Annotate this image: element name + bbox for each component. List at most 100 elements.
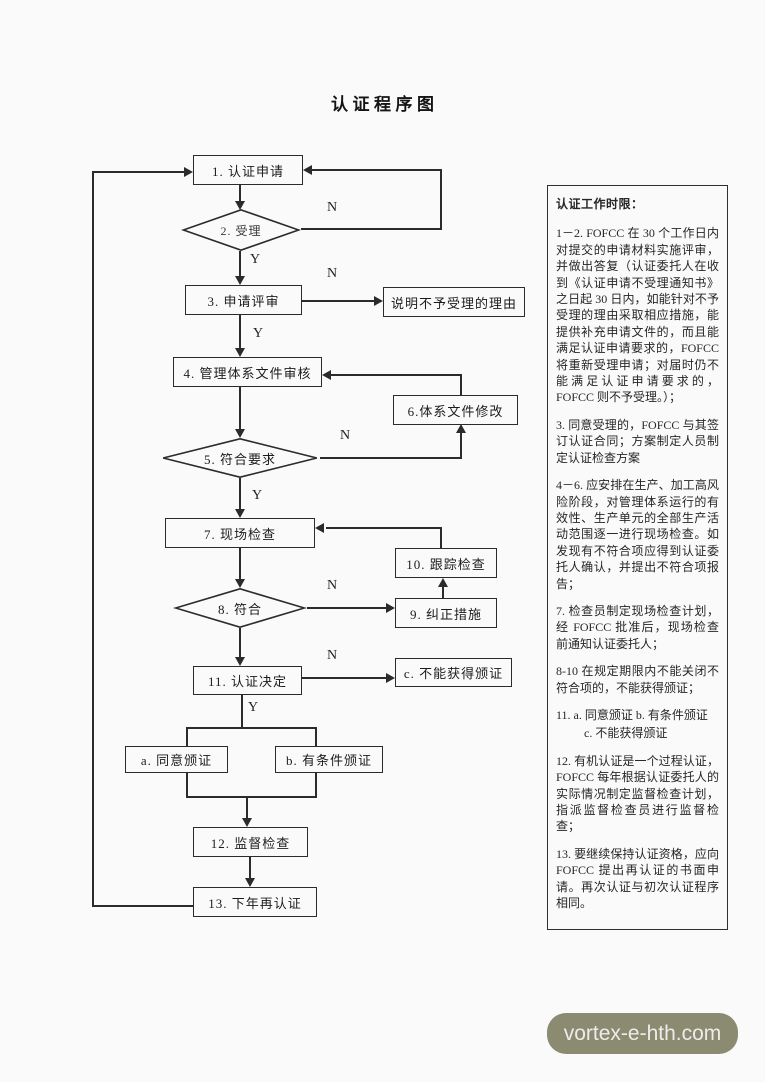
arrow-right-icon — [374, 296, 383, 306]
panel-paragraph: 7. 检查员制定现场检查计划，经 FOFCC 批准后，现场检查前通知认证委托人； — [556, 603, 719, 651]
arrow-down-icon — [235, 509, 245, 518]
flow-node-10-followup-inspection: 10. 跟踪检查 — [395, 548, 497, 578]
flow-decision-8-conformity: 8. 符合 — [173, 588, 307, 628]
flow-node-label: c. 不能获得颁证 — [403, 666, 504, 681]
flow-node-7-site-inspection: 7. 现场检查 — [165, 518, 315, 548]
flow-node-12-supervision-inspection: 12. 监督检查 — [193, 827, 308, 857]
flow-node-13-recertification: 13. 下年再认证 — [193, 887, 317, 917]
panel-paragraph: 8-10 在规定期限内不能关闭不符合项的，不能获得颁证； — [556, 664, 719, 695]
flow-node-label: 13. 下年再认证 — [208, 895, 302, 911]
flow-line — [301, 228, 442, 230]
flow-line — [93, 171, 186, 173]
panel-paragraph: 1－2. FOFCC 在 30 个工作日内对提交的申请材料实施评审，并做出答复（… — [556, 226, 719, 405]
flow-node-label: 2. 受理 — [220, 223, 262, 238]
branch-label-no: N — [327, 578, 338, 593]
flow-node-label: 1. 认证申请 — [211, 163, 284, 179]
flow-line — [460, 375, 462, 395]
panel-paragraph: 13. 要继续保持认证资格，应向 FOFCC 提出再认证的书面申请。再次认证与初… — [556, 846, 719, 911]
arrow-left-icon — [303, 165, 312, 175]
flow-line — [307, 607, 387, 609]
flow-node-label: 4. 管理体系文件审核 — [183, 365, 312, 381]
arrow-left-icon — [322, 370, 331, 380]
arrow-down-icon — [235, 429, 245, 438]
diamond-shape — [181, 209, 301, 251]
flow-node-label: 6.体系文件修改 — [407, 403, 504, 419]
panel-heading: 认证工作时限： — [556, 197, 644, 211]
arrow-down-icon — [242, 818, 252, 827]
flow-decision-2-acceptance: 2. 受理 — [181, 209, 301, 251]
branch-label-yes: Y — [253, 326, 264, 341]
flow-line — [302, 300, 376, 302]
flow-node-label: 7. 现场检查 — [203, 526, 276, 542]
flow-line — [239, 315, 241, 349]
flow-line — [246, 796, 248, 819]
arrow-down-icon — [235, 201, 245, 210]
flow-node-label: 3. 申请评审 — [207, 293, 280, 309]
flow-line — [326, 527, 442, 529]
branch-label-yes: Y — [250, 252, 261, 267]
time-limits-panel: 认证工作时限： 1－2. FOFCC 在 30 个工作日内对提交的申请材料实施评… — [547, 185, 728, 930]
panel-paragraph: 12. 有机认证是一个过程认证，FOFCC 每年根据认证委托人的实际情况制定监督… — [556, 753, 719, 834]
flow-node-label: b. 有条件颁证 — [285, 753, 372, 768]
panel-paragraph: 3. 同意受理的，FOFCC 与其签订认证合同；方案制定人员制定认证检查方案 — [556, 417, 719, 465]
diamond-shape — [160, 438, 320, 478]
flow-node-11-certification-decision: 11. 认证决定 — [193, 666, 302, 695]
branch-label-yes: Y — [252, 488, 263, 503]
flow-node-6-doc-revision: 6.体系文件修改 — [393, 395, 518, 425]
flow-line — [440, 170, 442, 230]
branch-label-no: N — [340, 428, 351, 443]
flow-line — [92, 171, 94, 907]
flow-line — [239, 185, 241, 202]
diamond-shape — [173, 588, 307, 628]
arrow-up-icon — [456, 424, 466, 433]
panel-paragraph: 11. a. 同意颁证 b. 有条件颁证 — [556, 707, 708, 722]
arrow-right-icon — [386, 603, 395, 613]
branch-label-no: N — [327, 648, 338, 663]
flow-line — [239, 478, 241, 510]
arrow-right-icon — [386, 673, 395, 683]
flow-line — [239, 251, 241, 277]
flow-node-label: 说明不予受理的理由 — [390, 295, 517, 311]
flow-line — [249, 857, 251, 879]
flow-node-rejection-reason: 说明不予受理的理由 — [383, 287, 525, 317]
arrow-down-icon — [235, 579, 245, 588]
flow-line — [440, 528, 442, 548]
branch-label-no: N — [327, 266, 338, 281]
flow-node-label: 8. 符合 — [217, 601, 262, 617]
flow-node-label: 5. 符合要求 — [203, 451, 276, 467]
flow-node-a-approve-certificate: a. 同意颁证 — [125, 746, 228, 773]
flow-line — [330, 374, 462, 376]
flow-line — [442, 587, 444, 598]
flow-decision-5-meets-requirements: 5. 符合要求 — [160, 438, 320, 478]
flow-line — [310, 169, 442, 171]
branch-label-yes: Y — [248, 700, 259, 715]
branch-label-no: N — [327, 200, 338, 215]
flow-line — [302, 677, 387, 679]
flow-node-label: 11. 认证决定 — [207, 674, 288, 689]
flow-node-9-corrective-action: 9. 纠正措施 — [395, 598, 497, 628]
flow-node-4-system-doc-audit: 4. 管理体系文件审核 — [173, 357, 322, 387]
flow-node-label: a. 同意颁证 — [140, 753, 213, 768]
flow-line — [241, 695, 243, 728]
flow-node-3-application-review: 3. 申请评审 — [185, 285, 302, 315]
arrow-down-icon — [235, 348, 245, 357]
flow-node-b-conditional-certificate: b. 有条件颁证 — [275, 746, 383, 773]
flow-line — [460, 432, 462, 458]
flow-line — [239, 628, 241, 658]
flow-node-label: 12. 监督检查 — [210, 835, 291, 851]
flow-line — [315, 727, 317, 746]
arrow-down-icon — [235, 657, 245, 666]
flow-line — [186, 727, 188, 746]
panel-paragraph: 4－6. 应安排在生产、加工高风险阶段，对管理体系运行的有效性、生产单元的全部生… — [556, 478, 719, 591]
flow-line — [186, 727, 317, 729]
flow-node-label: 9. 纠正措施 — [409, 606, 482, 622]
arrow-down-icon — [235, 276, 245, 285]
arrow-down-icon — [245, 878, 255, 887]
flow-line — [186, 773, 188, 798]
flow-line — [315, 773, 317, 798]
flow-line — [239, 387, 241, 430]
flow-line — [93, 905, 193, 907]
arrow-up-icon — [438, 578, 448, 587]
flow-line — [239, 548, 241, 580]
